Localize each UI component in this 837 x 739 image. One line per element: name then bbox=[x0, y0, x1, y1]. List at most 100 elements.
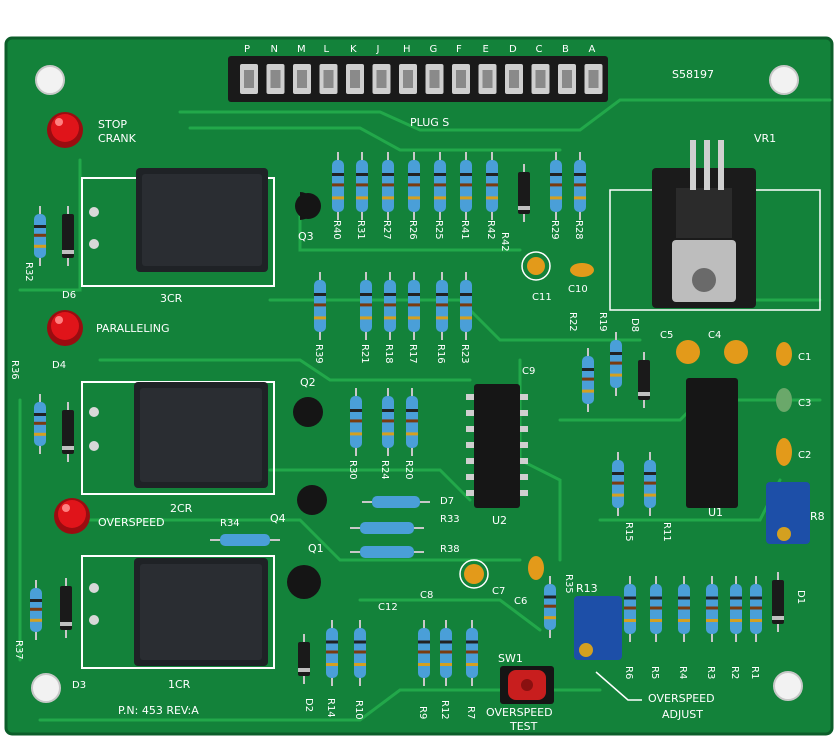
diode bbox=[298, 634, 310, 684]
trimpot-r8 bbox=[766, 482, 810, 544]
led-overspeed bbox=[54, 498, 90, 534]
resistor-label: R17 bbox=[407, 344, 418, 364]
resistor bbox=[678, 576, 690, 642]
resistor-label: R22 bbox=[567, 312, 578, 332]
resistor-label: R34 bbox=[220, 518, 240, 529]
resistor-label: R31 bbox=[355, 220, 366, 240]
diode-label: D3 bbox=[72, 680, 86, 691]
transistor-q2: Q2 bbox=[300, 376, 316, 389]
resistor bbox=[460, 272, 472, 340]
resistor-label: R11 bbox=[661, 522, 672, 542]
capacitor-label: C8 bbox=[420, 590, 433, 601]
capacitor-label: C1 bbox=[798, 352, 811, 363]
capacitor-label: C11 bbox=[532, 292, 552, 303]
resistor bbox=[382, 152, 394, 220]
mounting-holes bbox=[31, 65, 803, 703]
resistor bbox=[210, 534, 280, 546]
relay-3cr bbox=[81, 168, 275, 287]
plug-pin-letter: A bbox=[589, 44, 596, 55]
resistor-label: R3 bbox=[705, 666, 716, 679]
capacitor-label: C9 bbox=[522, 366, 535, 377]
resistor-label: R6 bbox=[623, 666, 634, 679]
ic-u2 bbox=[466, 384, 528, 508]
relay-label-3cr: 3CR bbox=[160, 292, 183, 305]
resistor-label: R40 bbox=[331, 220, 342, 240]
transistors bbox=[287, 192, 327, 599]
capacitor bbox=[776, 438, 792, 466]
diode-label: D1 bbox=[795, 590, 806, 604]
resistor bbox=[332, 152, 344, 220]
resistor-label: R2 bbox=[729, 666, 740, 679]
diode-label: R42 bbox=[499, 232, 510, 252]
resistor bbox=[354, 620, 366, 686]
capacitor bbox=[776, 388, 792, 412]
led-label-overspeed: OVERSPEED bbox=[98, 516, 165, 529]
diode bbox=[772, 572, 784, 632]
led-paralleling bbox=[47, 310, 83, 346]
resistor bbox=[624, 576, 636, 642]
resistor bbox=[384, 272, 396, 340]
plug-pin-letter: J bbox=[376, 44, 380, 55]
capacitor bbox=[527, 257, 545, 275]
resistor bbox=[418, 620, 430, 686]
switch-label-1: OVERSPEED bbox=[486, 706, 553, 719]
resistor-label: R20 bbox=[403, 460, 414, 480]
diode-label: R37 bbox=[13, 640, 24, 660]
resistor-label: D7 bbox=[440, 496, 454, 507]
plug-pin-letter: P bbox=[244, 44, 250, 55]
resistor bbox=[326, 620, 338, 686]
resistor-label: R29 bbox=[549, 220, 560, 240]
resistor-label: R30 bbox=[347, 460, 358, 480]
diode bbox=[62, 206, 74, 266]
resistor bbox=[408, 152, 420, 220]
resistor bbox=[730, 576, 742, 642]
plug-pin-letter: E bbox=[483, 44, 489, 55]
capacitor bbox=[676, 340, 700, 364]
capacitor-label: C7 bbox=[492, 586, 505, 597]
plug-pin-letter: N bbox=[271, 44, 278, 55]
resistor bbox=[350, 546, 424, 558]
diode bbox=[60, 578, 72, 638]
resistor-label: R1 bbox=[749, 666, 760, 679]
adjust-label-2: ADJUST bbox=[662, 708, 703, 721]
resistor-label: R41 bbox=[459, 220, 470, 240]
capacitors bbox=[459, 251, 792, 589]
resistors bbox=[30, 152, 784, 686]
regulator-label: VR1 bbox=[754, 132, 776, 145]
resistor-label: R27 bbox=[381, 220, 392, 240]
resistor bbox=[544, 576, 556, 638]
resistor bbox=[466, 620, 478, 686]
resistor bbox=[650, 576, 662, 642]
resistor-label: R28 bbox=[573, 220, 584, 240]
board-part-number: S58197 bbox=[672, 68, 714, 81]
relay-label-1cr: 1CR bbox=[168, 678, 191, 691]
diode bbox=[518, 164, 530, 222]
resistor bbox=[582, 348, 594, 412]
resistor bbox=[550, 152, 562, 220]
resistor bbox=[574, 152, 586, 220]
resistor bbox=[34, 206, 46, 266]
resistor-label: R14 bbox=[325, 698, 336, 718]
ic-label-u1: U1 bbox=[708, 506, 723, 519]
plug-pin-letter: L bbox=[324, 44, 330, 55]
plug-pin-letter: C bbox=[536, 44, 543, 55]
switch-sw1 bbox=[500, 666, 554, 704]
diode-label: D4 bbox=[52, 360, 66, 371]
diode bbox=[62, 402, 74, 462]
capacitor-label: C4 bbox=[708, 330, 721, 341]
transistor-q1: Q1 bbox=[308, 542, 324, 555]
plug-pin-letter: B bbox=[562, 44, 569, 55]
capacitor bbox=[724, 340, 748, 364]
plug-pin-letter: D bbox=[509, 44, 517, 55]
capacitor-label: C12 bbox=[378, 602, 398, 613]
resistor bbox=[406, 388, 418, 456]
diode-label: D8 bbox=[629, 318, 640, 332]
transistor-q3: Q3 bbox=[298, 230, 314, 243]
resistor bbox=[440, 620, 452, 686]
capacitor-label: C3 bbox=[798, 398, 811, 409]
resistor bbox=[436, 272, 448, 340]
resistor-label: R35 bbox=[563, 574, 574, 594]
resistor-label: R23 bbox=[459, 344, 470, 364]
resistor bbox=[706, 576, 718, 642]
